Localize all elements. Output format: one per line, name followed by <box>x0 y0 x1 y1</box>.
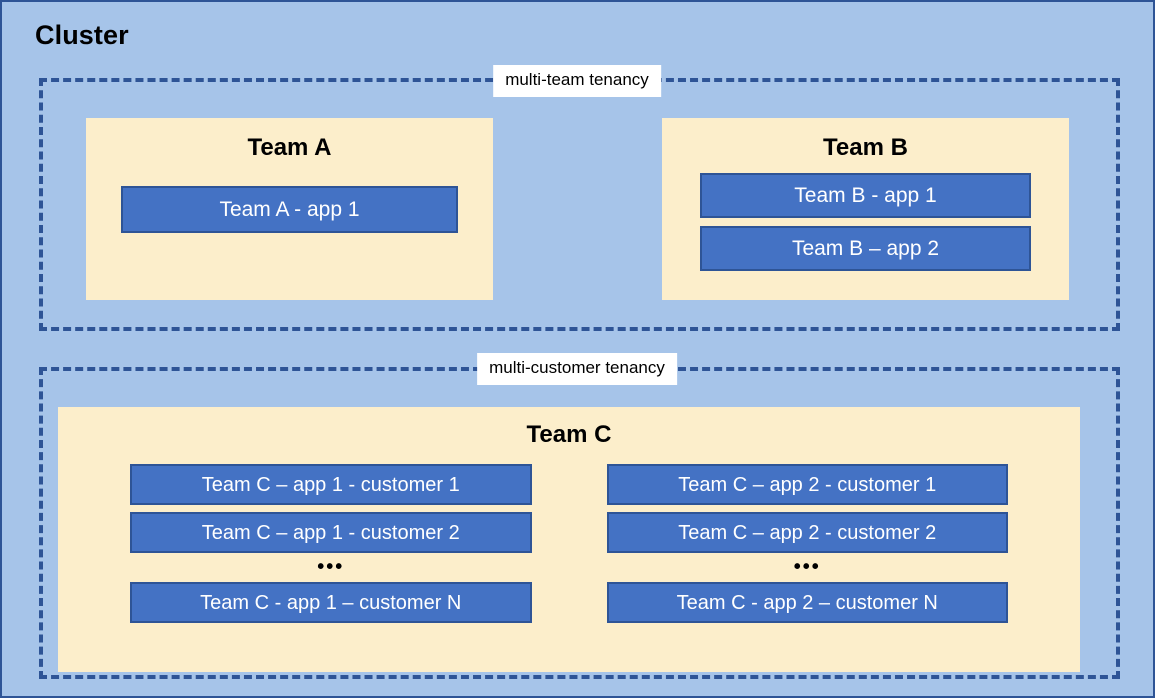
app-box-team-b-app-2[interactable]: Team B – app 2 <box>700 226 1031 271</box>
app-box-team-c-app-2-customer-2[interactable]: Team C – app 2 - customer 2 <box>606 512 1008 553</box>
cluster-title: Cluster <box>35 20 129 50</box>
app-box-team-a-app-1[interactable]: Team A - app 1 <box>121 186 458 233</box>
team-c-column-app-2: Team C – app 2 - customer 1 Team C – app… <box>606 464 1008 630</box>
app-box-team-c-app-1-customer-n[interactable]: Team C - app 1 – customer N <box>130 582 532 623</box>
tenancy-label-multi-customer: multi-customer tenancy <box>477 353 677 385</box>
ellipsis-team-c-app-1: ••• <box>317 556 345 578</box>
app-box-team-c-app-2-customer-1[interactable]: Team C – app 2 - customer 1 <box>606 464 1008 505</box>
team-panel-a: Team A Team A - app 1 <box>86 118 493 300</box>
app-box-team-c-app-1-customer-1[interactable]: Team C – app 1 - customer 1 <box>130 464 532 505</box>
team-c-app-columns: Team C – app 1 - customer 1 Team C – app… <box>58 464 1080 630</box>
app-box-team-c-app-2-customer-n[interactable]: Team C - app 2 – customer N <box>606 582 1008 623</box>
team-a-app-list: Team A - app 1 <box>86 186 493 233</box>
team-c-title: Team C <box>526 421 612 448</box>
app-box-team-c-app-1-customer-2[interactable]: Team C – app 1 - customer 2 <box>130 512 532 553</box>
team-b-title: Team B <box>823 134 908 161</box>
team-panel-b: Team B Team B - app 1 Team B – app 2 <box>662 118 1069 300</box>
team-c-column-app-1: Team C – app 1 - customer 1 Team C – app… <box>130 464 532 630</box>
team-a-title: Team A <box>247 134 332 161</box>
ellipsis-team-c-app-2: ••• <box>793 556 821 578</box>
tenancy-label-multi-team: multi-team tenancy <box>493 65 661 97</box>
app-box-team-b-app-1[interactable]: Team B - app 1 <box>700 173 1031 218</box>
team-b-app-list: Team B - app 1 Team B – app 2 <box>662 173 1069 271</box>
team-panel-c: Team C Team C – app 1 - customer 1 Team … <box>58 407 1080 672</box>
